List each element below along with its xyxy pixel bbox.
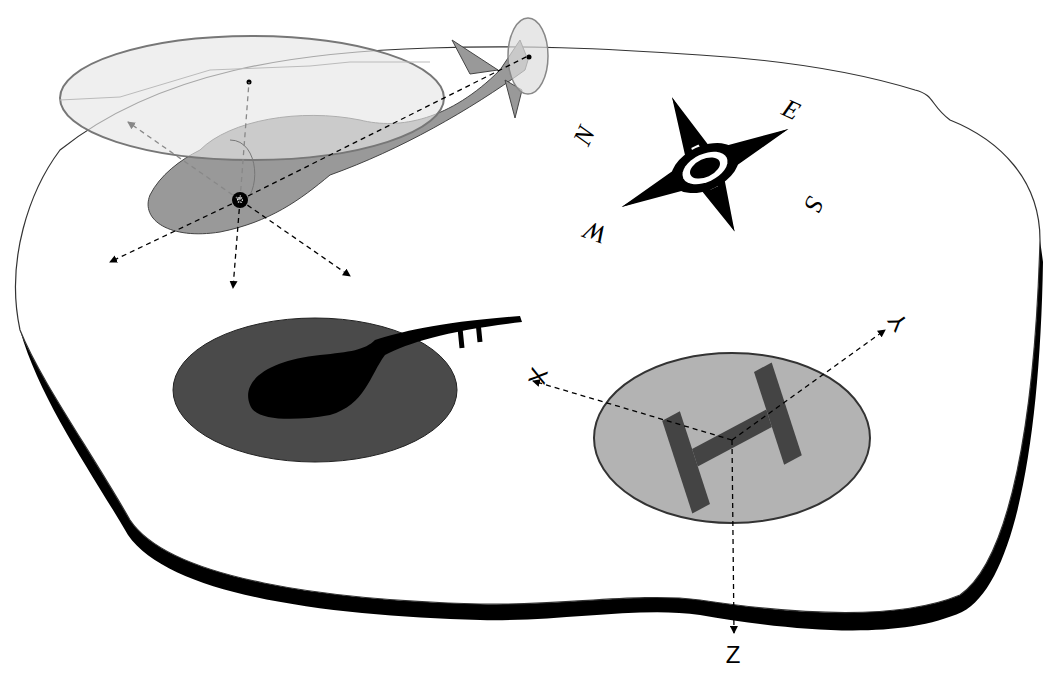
world-axes	[533, 330, 885, 633]
helicopter	[60, 18, 548, 234]
helicopter-shadow	[173, 316, 522, 462]
body-axes	[110, 56, 528, 288]
axis-label: Z	[726, 643, 741, 667]
compass-rose	[589, 58, 818, 270]
